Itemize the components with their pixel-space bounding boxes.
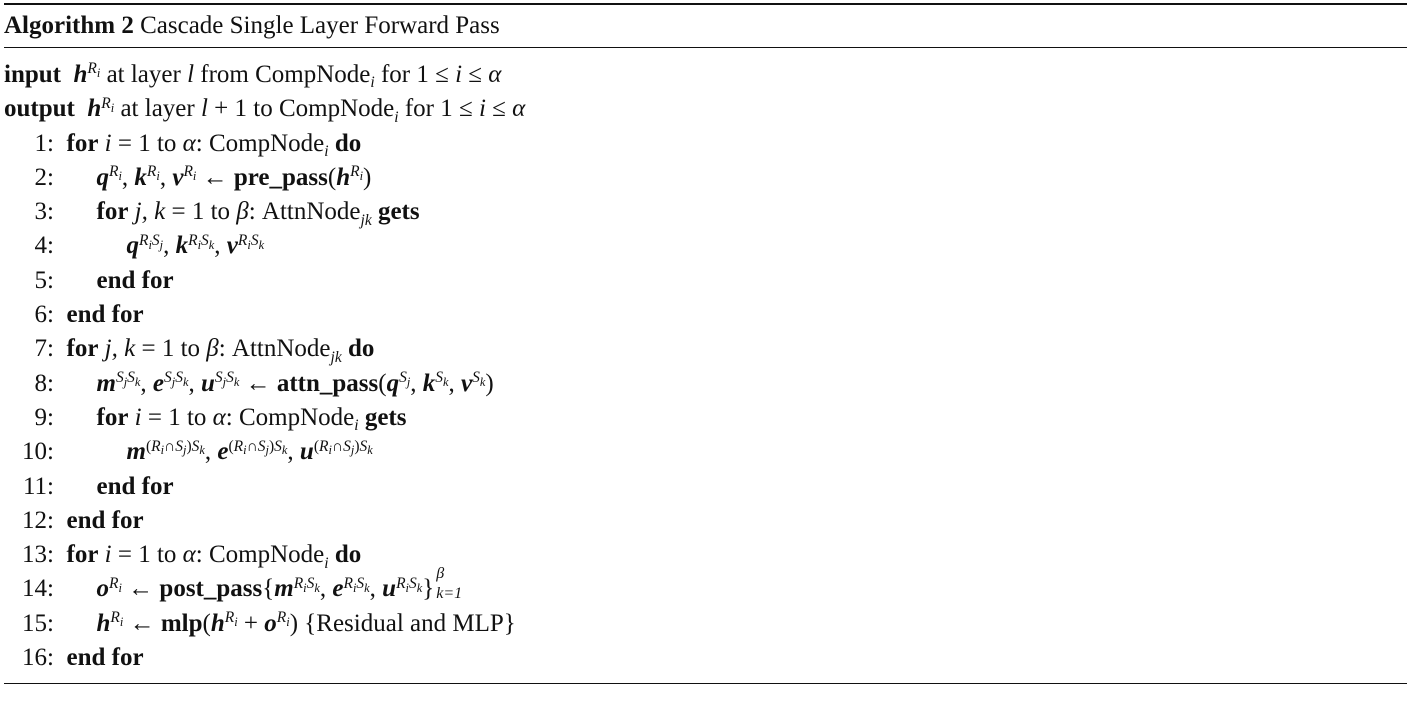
line-number: 3: [34, 198, 54, 226]
line-number: 9: [34, 403, 54, 431]
algo-line-3: 3: for j, k = 1 to β: AttnNodejk gets [4, 195, 1407, 229]
line-number: 6: [34, 301, 54, 329]
algo-line-12: 12: end for [4, 504, 1407, 538]
algorithm-block: Algorithm 2 Cascade Single Layer Forward… [4, 3, 1407, 685]
algo-line-14: 14: oRi ← post_pass{mRiSk, eRiSk, uRiSk}… [4, 566, 1407, 606]
line-number: 5: [34, 266, 54, 294]
line-number: 1: [34, 129, 54, 157]
algo-line-2: 2: qRi, kRi, vRi ← pre_pass(hRi) [4, 161, 1407, 195]
algo-line-4: 4: qRiSj, kRiSk, vRiSk [4, 229, 1407, 263]
algo-line-9: 9: for i = 1 to α: CompNodei gets [4, 401, 1407, 435]
algo-line-5: 5: end for [4, 264, 1407, 298]
algo-line-10: 10: m(Ri∩Sj)Sk, e(Ri∩Sj)Sk, u(Ri∩Sj)Sk [4, 435, 1407, 469]
line-number: 7: [34, 335, 54, 363]
algo-line-11: 11: end for [4, 470, 1407, 504]
input-line: input hRi at layer l from CompNodei for … [4, 60, 502, 92]
line-number: 14: [22, 575, 54, 603]
output-keyword: output [4, 95, 75, 123]
output-line: output hRi at layer l + 1 to CompNodei f… [4, 94, 526, 126]
line-number: 12: [22, 506, 54, 534]
comment: {Residual and MLP} [304, 609, 516, 637]
line-number: 15: [22, 609, 54, 637]
top-rule [4, 3, 1407, 5]
algorithm-caption: Algorithm 2 Cascade Single Layer Forward… [4, 5, 1407, 41]
line-number: 8: [34, 369, 54, 397]
algo-line-1: 1: for i = 1 to α: CompNodei do [4, 127, 1407, 161]
line-number: 2: [34, 163, 54, 191]
line-number: 4: [34, 232, 54, 260]
caption-title: Cascade Single Layer Forward Pass [140, 12, 500, 39]
line-number: 16: [22, 644, 54, 672]
algo-line-7: 7: for j, k = 1 to β: AttnNodejk do [4, 332, 1407, 366]
line-number: 10: [22, 438, 54, 466]
caption-rule [4, 47, 1407, 48]
input-keyword: input [4, 61, 61, 88]
algo-line-15: 15: hRi ← mlp(hRi + oRi) {Residual and M… [4, 607, 1407, 641]
algo-line-13: 13: for i = 1 to α: CompNodei do [4, 538, 1407, 572]
algo-line-16: 16: end for [4, 641, 1407, 675]
bottom-rule [4, 683, 1407, 685]
line-number: 13: [22, 541, 54, 569]
algo-line-8: 8: mSjSk, eSjSk, uSjSk ← attn_pass(qSj, … [4, 367, 1407, 401]
caption-label: Algorithm 2 [4, 12, 134, 39]
algo-line-6: 6: end for [4, 298, 1407, 332]
line-number: 11: [22, 472, 54, 500]
algorithm-body: input hRi at layer l from CompNodei for … [4, 48, 1407, 675]
